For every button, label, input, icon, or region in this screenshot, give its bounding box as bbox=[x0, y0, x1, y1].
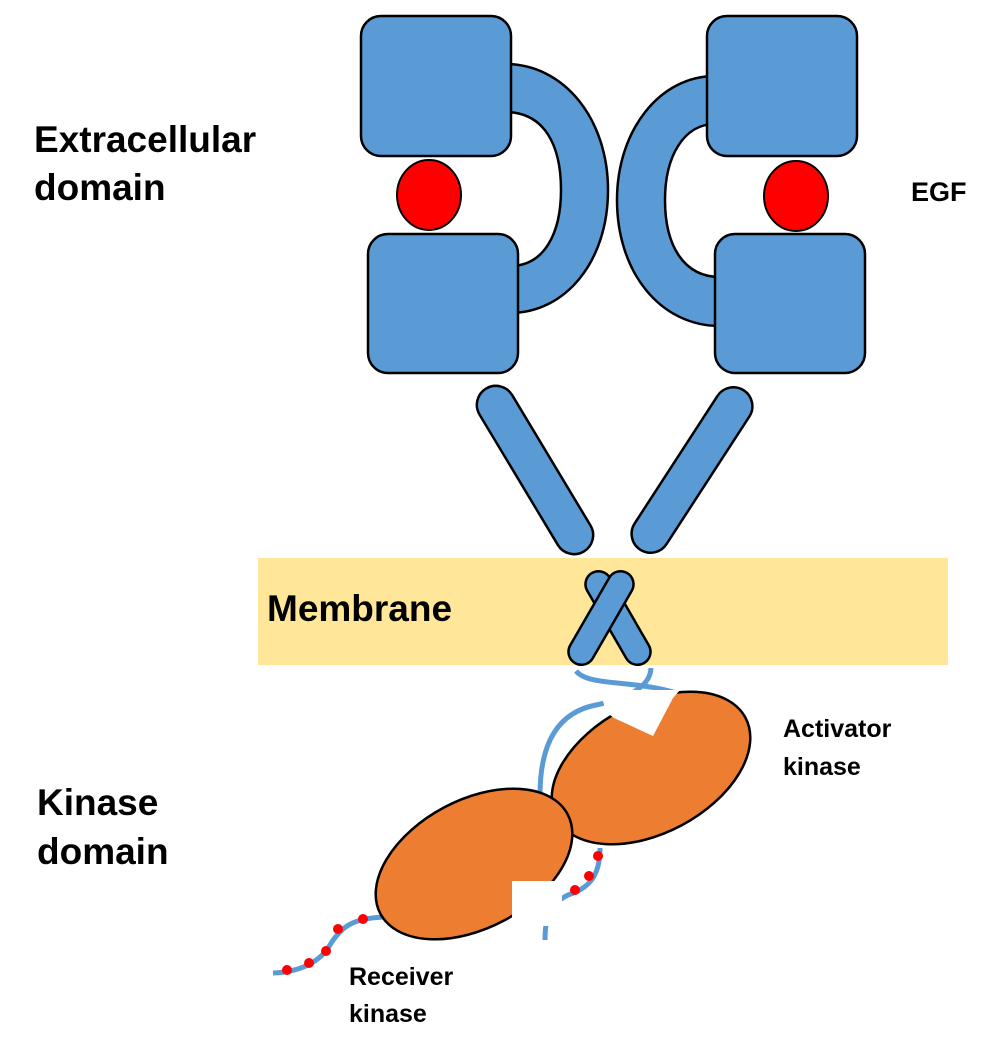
activator-kinase bbox=[550, 690, 752, 846]
kinase-domain-label-line1: Kinase bbox=[37, 782, 158, 823]
left-domain-i bbox=[359, 14, 513, 158]
right-domain-iv-stalk bbox=[630, 386, 754, 554]
egf-label: EGF bbox=[911, 177, 967, 207]
right-domain-ii-arm bbox=[615, 74, 722, 328]
phospho-site bbox=[304, 958, 314, 968]
left-domain-iv-stalk bbox=[475, 384, 595, 556]
membrane-label: Membrane bbox=[267, 588, 452, 629]
activator-kinase-label-line1: Activator bbox=[783, 715, 892, 743]
extracellular-domain-label-line1: Extracellular bbox=[34, 119, 256, 160]
receiver-kinase-label-line2: kinase bbox=[349, 1000, 427, 1028]
left-domain-ii-arm bbox=[503, 62, 610, 315]
activator-kinase-label-line2: kinase bbox=[783, 753, 861, 781]
phospho-site bbox=[333, 924, 343, 934]
left-transmembrane-helix bbox=[567, 569, 635, 667]
phospho-site bbox=[584, 871, 594, 881]
phospho-site bbox=[570, 885, 580, 895]
phospho-site bbox=[593, 851, 603, 861]
left-domain-iii bbox=[366, 232, 520, 375]
phospho-site bbox=[282, 965, 292, 975]
egf-ligand-left bbox=[396, 159, 462, 231]
receiver-kinase-label-line1: Receiver bbox=[349, 963, 454, 991]
egf-ligand-right bbox=[763, 160, 829, 232]
right-domain-i bbox=[705, 14, 859, 158]
extracellular-domain-label-line2: domain bbox=[34, 167, 166, 208]
right-juxtamembrane-linker bbox=[537, 667, 654, 796]
phospho-site bbox=[321, 946, 331, 956]
phospho-site bbox=[358, 914, 368, 924]
kinase-domain-label-line2: domain bbox=[37, 831, 169, 872]
right-domain-iii bbox=[713, 232, 867, 375]
receiver-kinase bbox=[374, 787, 574, 941]
